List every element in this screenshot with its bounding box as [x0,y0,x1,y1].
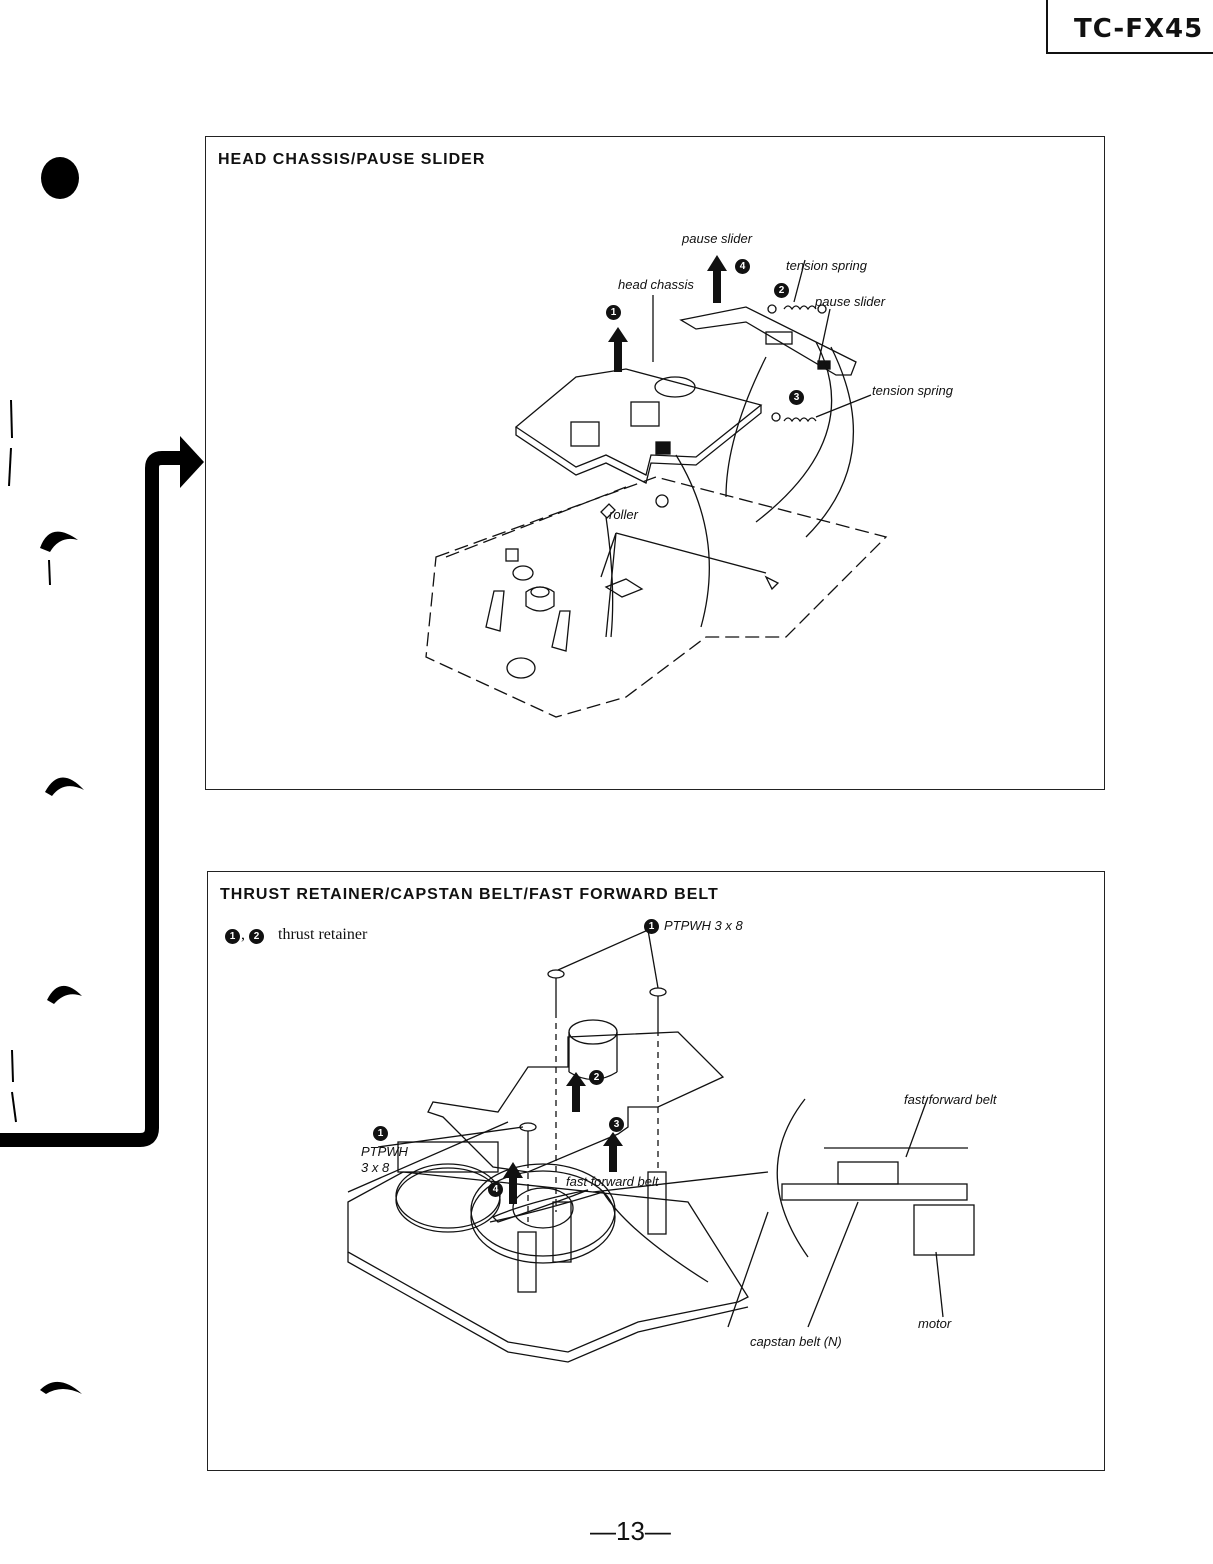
post [517,1231,537,1293]
legend-text: thrust retainer [278,926,368,943]
thrust-retainer-belt-panel: THRUST RETAINER/CAPSTAN BELT/FAST FORWAR… [207,871,1105,1471]
lift-arrow-fast-forward-belt [503,1162,523,1204]
panel-title: THRUST RETAINER/CAPSTAN BELT/FAST FORWAR… [220,886,719,903]
step-4-badge: 4 [488,1182,503,1197]
label-motor: motor [918,1316,952,1331]
label-tension-spring: tension spring [786,258,867,273]
label-roller: roller [609,507,638,522]
step-4-badge: 4 [735,259,750,274]
model-number: TC-FX45 [1074,14,1204,44]
deck-chassis-part [347,1121,749,1363]
label-tension-spring: tension spring [872,383,953,398]
post [552,1201,572,1263]
step-3-badge: 3 [609,1117,624,1132]
step-1-badge: 1 [606,305,621,320]
legend-step-1-badge: 1 [225,929,240,944]
model-tag: TC-FX45 [1046,0,1213,54]
lift-arrow-capstan-belt [603,1132,623,1172]
mechanism-base-details [485,494,780,679]
head-chassis-exploded-diagram [425,255,888,718]
binding-arrow [0,157,204,1394]
label-fast-forward-belt: fast forward belt [904,1092,997,1107]
lift-arrow-head-chassis [608,327,628,372]
panel-title: HEAD CHASSIS/PAUSE SLIDER [218,151,486,168]
screw-2 [649,987,667,1030]
mechanism-base-plate [425,476,888,718]
assembly-line [725,356,767,498]
head-chassis-part [514,368,763,484]
head-chassis-pause-slider-panel: HEAD CHASSIS/PAUSE SLIDER [205,136,1105,790]
label-screw-ptpwh: PTPWH [361,1144,408,1159]
punch-hole-mark [41,157,79,199]
post [647,1171,667,1235]
pause-slider-part [679,306,857,376]
label-fast-forward-belt: fast forward belt [566,1174,659,1189]
label-pause-slider: pause slider [815,294,886,309]
tension-spring-1 [767,304,827,314]
step-2-badge: 2 [589,1070,604,1085]
thrust-retainer-exploded-diagram [347,929,975,1363]
assembly-line [755,341,833,523]
lift-arrow-thrust-retainer [566,1072,586,1112]
screw-1 [547,969,565,1012]
page-number: —13— [590,1516,671,1546]
fast-forward-belt-part [491,1189,589,1223]
assembly-line [605,516,614,638]
step-1-badge: 1 [644,919,659,934]
label-capstan-belt: capstan belt (N) [750,1334,842,1349]
label-screw-size: 3 x 8 [361,1160,390,1175]
lift-arrow-pause-slider [707,255,727,303]
step-3-badge: 3 [789,390,804,405]
assembly-line [805,346,855,538]
motor-part [913,1204,975,1256]
capstan-belt-part [489,1191,709,1283]
label-pause-slider: pause slider [682,231,753,246]
legend-separator: , [241,926,245,943]
screw-3 [519,1122,537,1162]
belt-inset-detail [727,1096,975,1328]
label-head-chassis: head chassis [618,277,694,292]
label-screw-ptpwh: PTPWH 3 x 8 [664,918,743,933]
step-1-badge: 1 [373,1126,388,1141]
step-2-badge: 2 [774,283,789,298]
tension-spring-2 [771,412,817,423]
assembly-line [675,454,710,628]
legend-step-2-badge: 2 [249,929,264,944]
